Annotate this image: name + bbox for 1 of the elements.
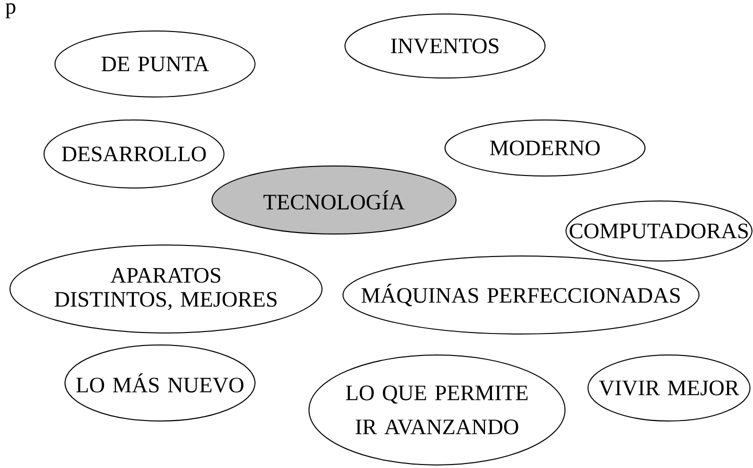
text-fragment: p <box>6 3 16 18</box>
